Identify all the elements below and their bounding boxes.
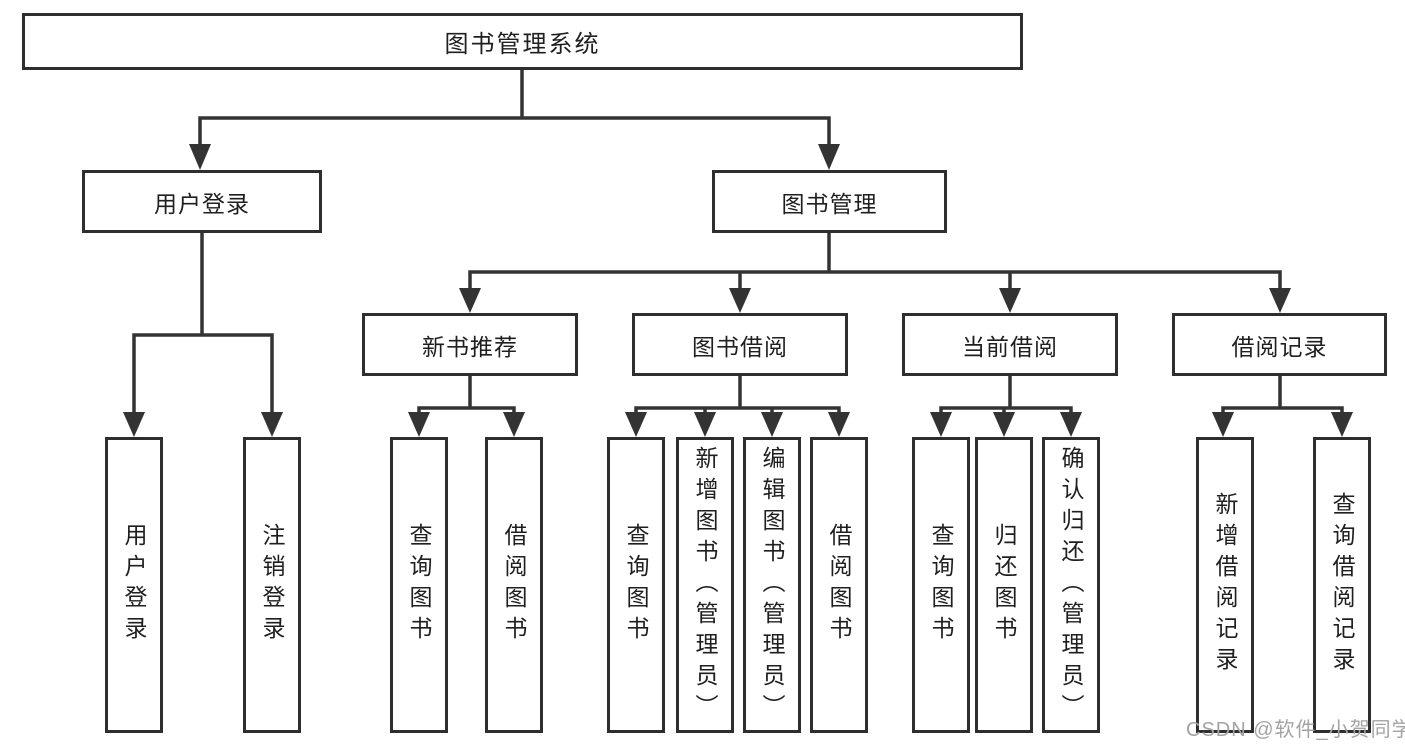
csdn-watermark: CSDN @软件_小贺同学 (1186, 719, 1405, 741)
node-user-login-branch: 用户登录 (82, 170, 322, 233)
arrowhead-icon (729, 288, 751, 313)
connector-path (132, 68, 1344, 417)
node-add-books-admin: 新增图书（管理员） (676, 437, 734, 733)
arrowhead-icon (503, 412, 525, 437)
arrowhead-icon (459, 288, 481, 313)
node-library-management-system: 图书管理系统 (22, 13, 1023, 70)
arrowheads (123, 144, 1353, 437)
arrowhead-icon (625, 412, 647, 437)
node-borrow-books: 借阅图书 (810, 437, 868, 733)
node-recommend-query-books: 查询图书 (390, 437, 448, 733)
node-current-borrowing: 当前借阅 (902, 313, 1118, 376)
arrowhead-icon (261, 412, 283, 437)
arrowhead-icon (189, 144, 211, 170)
arrowhead-icon (123, 412, 145, 437)
arrowhead-icon (993, 412, 1015, 437)
arrowhead-icon (694, 412, 716, 437)
node-recommend-borrow-books: 借阅图书 (485, 437, 543, 733)
node-logout: 注销登录 (243, 437, 301, 733)
node-return-books: 归还图书 (975, 437, 1033, 733)
node-add-borrowing-record: 新增借阅记录 (1196, 437, 1254, 733)
node-new-book-recommendation: 新书推荐 (362, 313, 578, 376)
node-book-management-branch: 图书管理 (712, 170, 947, 233)
node-edit-books-admin: 编辑图书（管理员） (743, 437, 801, 733)
arrowhead-icon (1212, 412, 1234, 437)
node-user-login: 用户登录 (105, 437, 163, 733)
node-current-query-books: 查询图书 (912, 437, 970, 733)
arrowhead-icon (818, 144, 840, 170)
arrowhead-icon (1060, 412, 1082, 437)
arrowhead-icon (1331, 412, 1353, 437)
arrowhead-icon (930, 412, 952, 437)
arrowhead-icon (761, 412, 783, 437)
arrowhead-icon (408, 412, 430, 437)
node-borrowing-query-books: 查询图书 (607, 437, 665, 733)
node-confirm-return-admin: 确认归还（管理员） (1042, 437, 1100, 733)
arrowhead-icon (999, 288, 1021, 313)
arrowhead-icon (828, 412, 850, 437)
node-book-borrowing: 图书借阅 (632, 313, 848, 376)
arrowhead-icon (1269, 288, 1291, 313)
node-query-borrowing-record: 查询借阅记录 (1313, 437, 1371, 733)
node-borrowing-records: 借阅记录 (1172, 313, 1387, 376)
